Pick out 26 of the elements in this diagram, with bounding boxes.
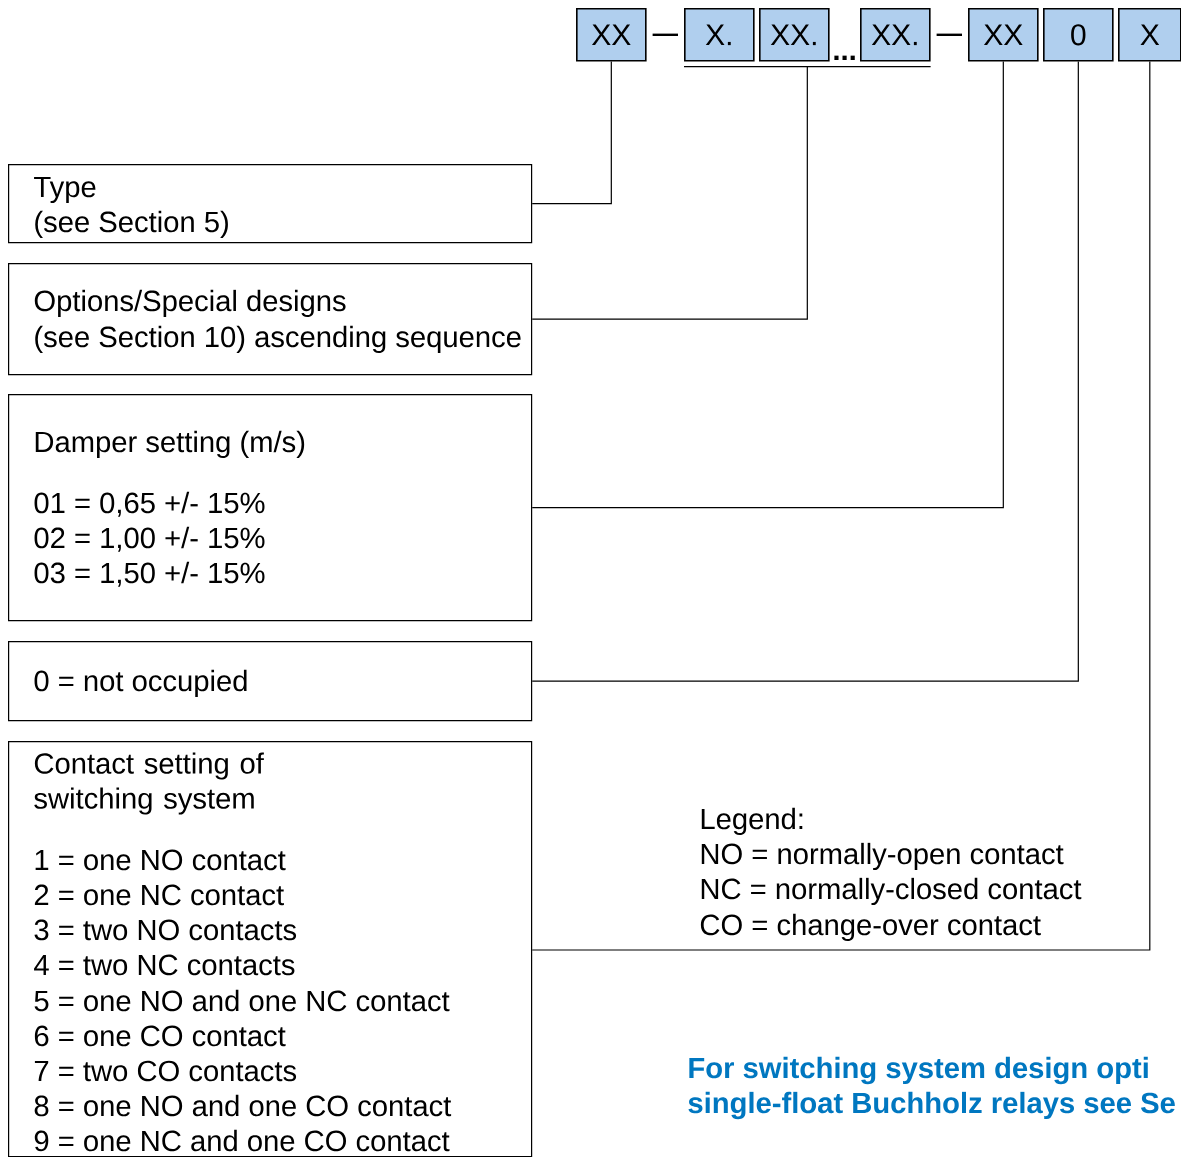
dash-connector [936, 33, 962, 36]
leader-line [531, 61, 612, 205]
leader-line [531, 61, 1079, 682]
code-box: XX. [759, 8, 830, 62]
dash-connector [652, 33, 678, 36]
code-box: XX [576, 8, 647, 62]
text-box: 0 = not occupied [8, 641, 533, 722]
text-box: Options/Special designs (see Section 10) ascending sequence [8, 263, 533, 376]
legend-text: NO = normally-open contact [701, 842, 1064, 871]
leader-line [531, 66, 932, 320]
legend-text: CO = change-over contact [700, 913, 1041, 942]
text-box: Damper setting (m/s) 01 = 0,65 +/- 15% 02 = 1,00 +/- 15% 03 = 1,50 +/- 15% [8, 394, 533, 622]
code-box: X [1118, 8, 1181, 62]
text-box: Contact setting of switching system 1 = one NO contact 2 = one NC contact 3 = two NO contacts 4 = two NC contacts 5 = one NO and one NC contact 6 = one CO contact 7 = two CO contacts 8 = one NO and one CO contact 9 = one NC and one CO contact [8, 741, 533, 1157]
text-box: Type (see Section 5) [8, 164, 533, 244]
code-box: XX [968, 8, 1039, 62]
legend-text: Legend: [701, 807, 803, 836]
note-text: For switching system design opti [689, 1056, 1148, 1085]
legend-text: NC = normally-closed contact [701, 877, 1082, 906]
code-box: XX. [860, 8, 931, 62]
ellipsis: ... [834, 55, 855, 60]
code-box: X. [684, 8, 755, 62]
leader-line [531, 61, 1004, 509]
code-box: 0 [1043, 8, 1114, 62]
note-text: single-float Buchholz relays see Se [688, 1091, 1175, 1120]
leader-line [531, 61, 1151, 951]
